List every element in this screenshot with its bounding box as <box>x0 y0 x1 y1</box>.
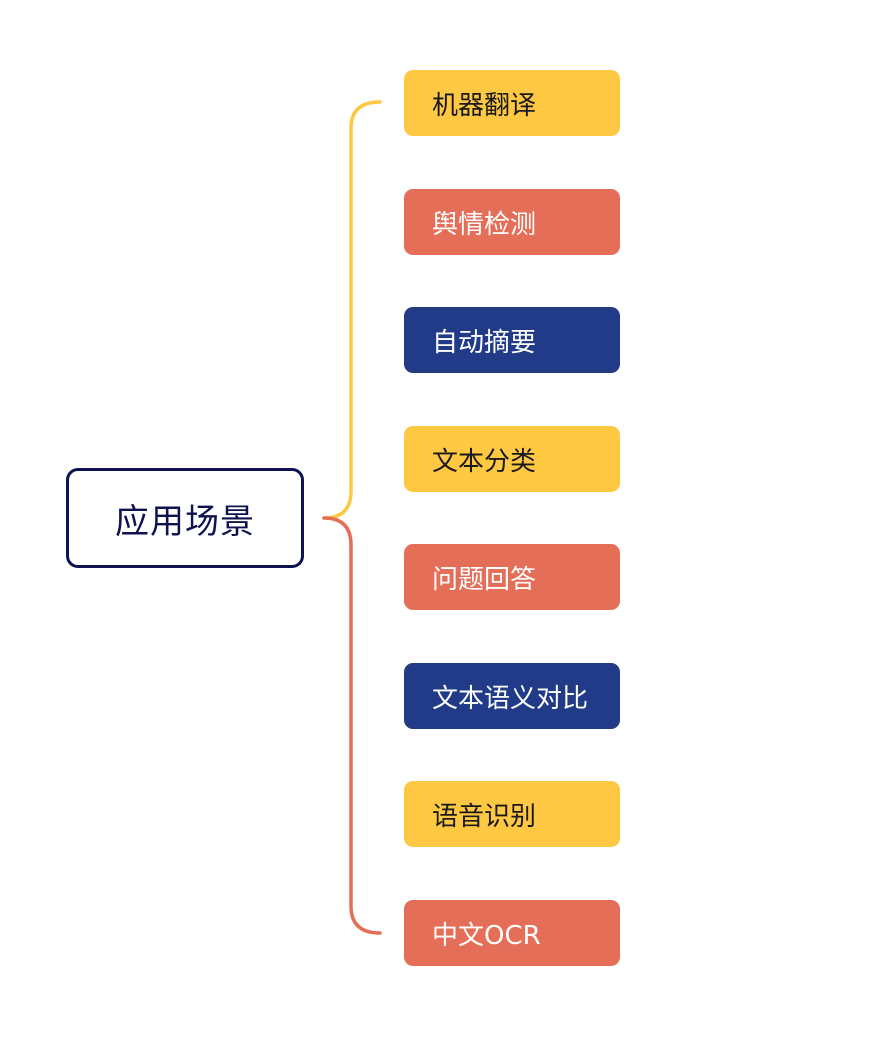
branch-label: 文本分类 <box>432 446 537 477</box>
branch-node-sentiment-detection: 舆情检测 <box>404 189 620 255</box>
branch-node-question-answering: 问题回答 <box>404 544 620 610</box>
upper-bracket <box>322 100 382 520</box>
root-node: 应用场景 <box>66 468 304 568</box>
branch-label: 中文OCR <box>432 920 541 951</box>
branch-label: 问题回答 <box>432 564 537 595</box>
branch-node-speech-recognition: 语音识别 <box>404 781 620 847</box>
branch-node-chinese-ocr: 中文OCR <box>404 900 620 966</box>
branch-label: 机器翻译 <box>432 90 537 121</box>
branch-label: 舆情检测 <box>432 209 537 240</box>
branch-label: 语音识别 <box>432 801 537 832</box>
branch-label: 自动摘要 <box>432 327 537 358</box>
branch-node-semantic-comparison: 文本语义对比 <box>404 663 620 729</box>
branch-node-machine-translation: 机器翻译 <box>404 70 620 136</box>
lower-bracket <box>322 516 382 935</box>
branch-label: 文本语义对比 <box>432 683 589 714</box>
root-label: 应用场景 <box>115 501 255 542</box>
branch-node-auto-summary: 自动摘要 <box>404 307 620 373</box>
branch-node-text-classification: 文本分类 <box>404 426 620 492</box>
